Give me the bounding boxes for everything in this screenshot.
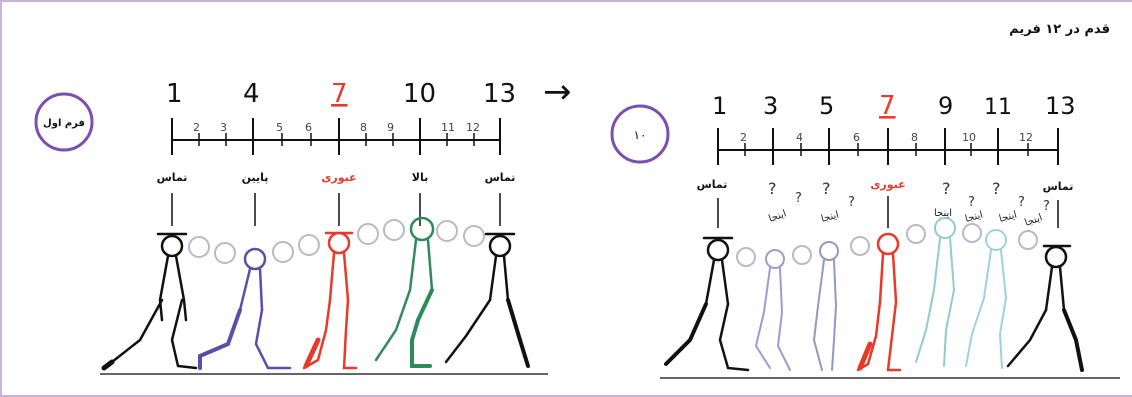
right-badge-text: ۱۰ <box>634 128 647 142</box>
left-head-path <box>188 219 485 264</box>
here-label: اینجا <box>934 208 952 219</box>
left-minor-number: 5 <box>276 121 283 134</box>
here-label: اینجا <box>998 210 1018 225</box>
right-pose-label: تماس <box>697 178 728 191</box>
left-figure-passing <box>302 231 358 370</box>
left-key-number: 13 <box>483 79 516 109</box>
right-pose-label: عبوری <box>870 178 905 191</box>
right-key-number: 5 <box>819 92 834 120</box>
left-minor-number: 11 <box>441 121 455 134</box>
right-figure-contact-2 <box>1006 244 1084 372</box>
left-minor-number: 2 <box>193 121 200 134</box>
left-pose-label: تماس <box>157 171 188 184</box>
question-mark: ? <box>968 195 975 210</box>
left-pose-label: تماس <box>485 171 516 184</box>
here-label: اینجا <box>1023 212 1044 229</box>
left-minor-number: 8 <box>360 121 367 134</box>
question-mark: ? <box>822 179 831 198</box>
left-key-number: 7 <box>331 79 348 109</box>
right-figure-contact-1 <box>664 236 750 372</box>
question-mark: ? <box>795 191 802 206</box>
left-diagram: فرم اول 1 4 7 10 13 2 3 5 6 8 9 11 12 <box>34 79 548 375</box>
right-key-number: 7 <box>879 91 896 121</box>
right-badge-circle <box>610 104 670 164</box>
right-figure-passing <box>856 232 902 372</box>
left-minor-number: 9 <box>387 121 394 134</box>
question-mark: ? <box>1043 199 1050 214</box>
left-minor-number: 6 <box>305 121 312 134</box>
left-figure-contact-1 <box>101 232 198 371</box>
page-title: قدم در ۱۲ فریم <box>1009 22 1110 37</box>
left-minor-number: 12 <box>466 121 480 134</box>
question-mark: ? <box>942 179 951 198</box>
left-pose-label: عبوری <box>321 171 356 184</box>
right-key-number: 9 <box>938 92 953 120</box>
left-pose-label: بالا <box>412 171 428 184</box>
right-key-number: 3 <box>763 92 778 120</box>
right-key-number: 11 <box>984 95 1012 120</box>
right-minor-number: 2 <box>740 131 747 144</box>
right-minor-number: 4 <box>796 131 803 144</box>
left-badge-circle <box>34 92 94 152</box>
left-minor-number: 3 <box>220 121 227 134</box>
left-figure-down <box>198 247 292 370</box>
left-key-number: 4 <box>243 79 260 109</box>
left-figure-contact-2 <box>444 232 530 368</box>
right-head-path <box>736 223 1038 267</box>
right-key-number: 1 <box>712 92 727 120</box>
left-key-number: 1 <box>166 79 183 109</box>
right-figure-frame3 <box>754 249 791 371</box>
left-badge-text: فرم اول <box>43 118 85 129</box>
question-mark: ? <box>1018 195 1025 210</box>
right-figure-frame9 <box>915 217 956 367</box>
here-label: اینجا <box>964 210 984 225</box>
left-key-number: 10 <box>403 79 436 109</box>
right-minor-number: 6 <box>853 131 860 144</box>
arrow-icon: → <box>543 72 572 112</box>
right-minor-number: 8 <box>911 131 918 144</box>
here-label: اینجا <box>767 208 788 225</box>
right-figure-frame5 <box>812 241 839 371</box>
left-figure-up <box>374 216 435 368</box>
right-minor-number: 10 <box>962 131 976 144</box>
question-mark: ? <box>848 195 855 210</box>
question-mark: ? <box>992 179 1001 198</box>
question-mark: ? <box>768 179 777 198</box>
right-diagram: ۱۰ 1 3 5 7 9 11 13 2 4 6 8 10 12 <box>610 91 1120 379</box>
here-label: اینجا <box>820 210 840 225</box>
right-minor-number: 12 <box>1019 131 1033 144</box>
right-figure-frame11 <box>965 229 1007 369</box>
right-pose-label: تماس <box>1043 180 1074 193</box>
left-pose-label: پایین <box>242 171 269 184</box>
right-key-number: 13 <box>1045 92 1076 120</box>
